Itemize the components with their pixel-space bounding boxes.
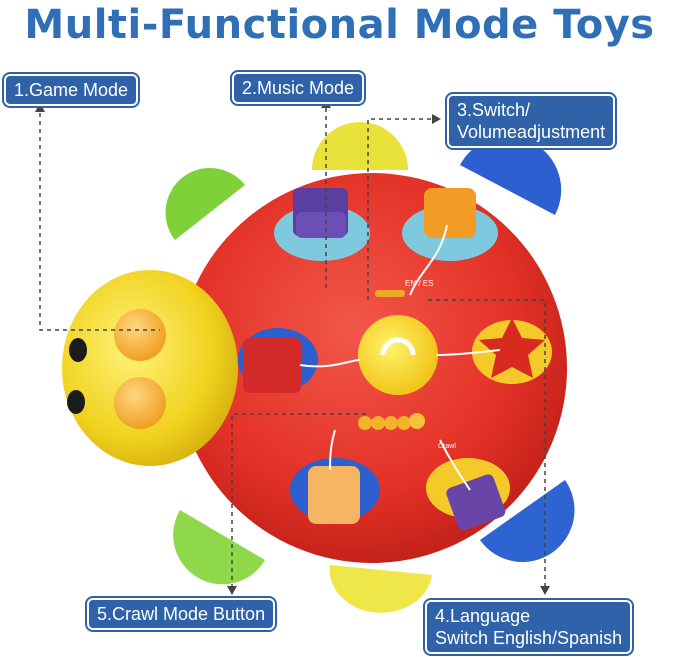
ladybug-head xyxy=(62,270,238,466)
label-switch-volume: 3.Switch/ Volumeadjustment xyxy=(444,92,618,150)
head-ball-upper xyxy=(114,309,166,361)
crawl-marking: Crawl xyxy=(438,443,456,450)
switch-slider xyxy=(375,290,405,297)
switch-marking: EN / ES xyxy=(405,279,433,288)
leg-bottom-right xyxy=(480,480,575,562)
leg-bottom-left xyxy=(173,510,265,585)
crawl-caterpillar xyxy=(358,413,425,430)
label-language-line2: Switch English/Spanish xyxy=(435,628,623,648)
label-language-switch: 4.Language Switch English/Spanish xyxy=(422,598,635,656)
shape-block-wood xyxy=(308,466,360,524)
shape-block-star xyxy=(479,318,545,378)
leg-left-top xyxy=(165,167,245,240)
leader-crawl xyxy=(231,413,366,590)
leg-top-right xyxy=(460,136,562,215)
label-crawl-mode: 5.Crawl Mode Button xyxy=(84,596,278,632)
label-switch-line2: Volumeadjustment xyxy=(457,122,606,142)
label-language-line1: 4.Language xyxy=(435,606,531,626)
leg-bottom xyxy=(329,565,432,613)
shape-block-orange xyxy=(424,188,476,238)
label-game-mode: 1.Game Mode xyxy=(1,72,141,108)
label-switch-line1: 3.Switch/ xyxy=(457,100,531,120)
page-title: Multi-Functional Mode Toys xyxy=(24,2,655,48)
shape-block-purple-2 xyxy=(446,474,506,531)
label-music-mode: 2.Music Mode xyxy=(229,70,367,106)
center-music-button xyxy=(358,315,438,395)
leader-game-mode xyxy=(39,105,160,331)
head-ball-lower xyxy=(114,377,166,429)
leg-top xyxy=(312,122,408,170)
shape-block-red xyxy=(243,338,301,393)
